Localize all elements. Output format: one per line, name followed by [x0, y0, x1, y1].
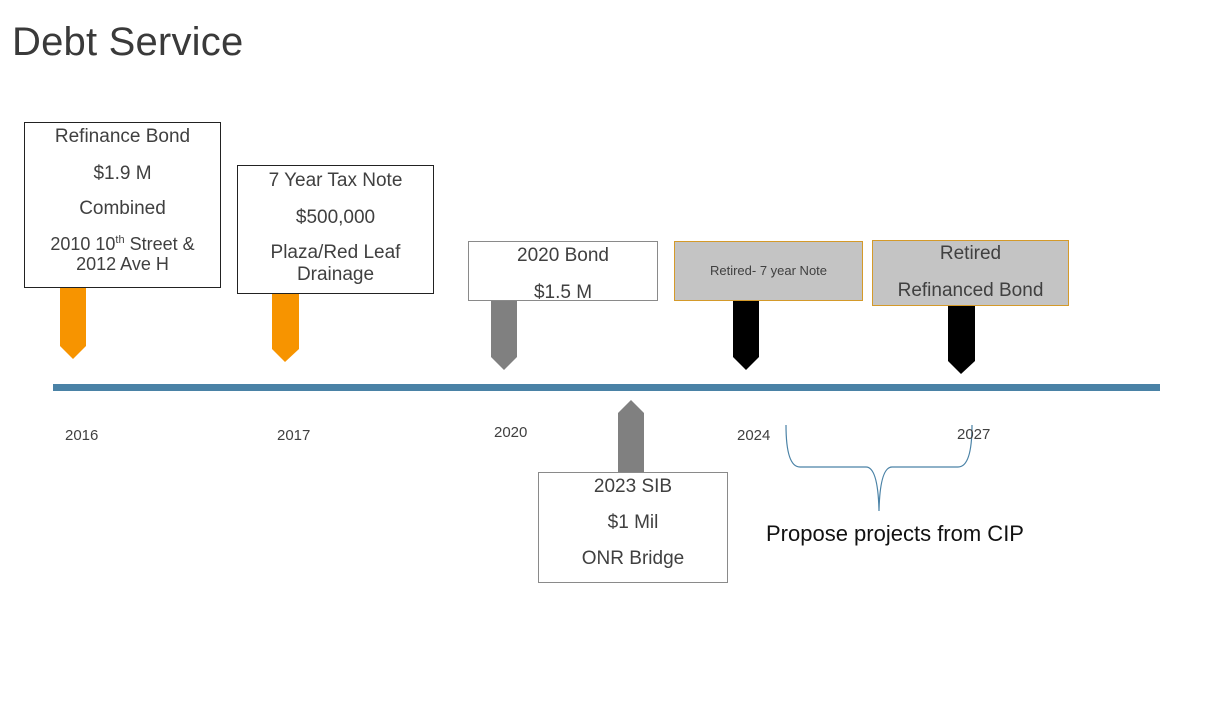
- marker-2020: [491, 301, 517, 370]
- refinance-bond-address-2: 2012 Ave H: [76, 254, 169, 275]
- timeline-line: [53, 384, 1160, 391]
- retired-bond-title: Retired: [939, 243, 1002, 264]
- tax-note-amount: $500,000: [295, 206, 376, 228]
- refinance-bond-address-1: 2010 10th Street &: [50, 233, 195, 254]
- sib-2023-project: ONR Bridge: [581, 547, 685, 569]
- retired-note-label: Retired- 7 year Note: [709, 263, 828, 278]
- sib-2023-amount: $1 Mil: [607, 511, 659, 533]
- bond-2020-title: 2020 Bond: [517, 245, 609, 266]
- cip-label: Propose projects from CIP: [766, 521, 1024, 546]
- marker-2023: [618, 400, 644, 472]
- refinance-bond-box: Refinance Bond $1.9 M Combined 2010 10th…: [24, 122, 221, 288]
- year-label-2020: 2020: [494, 424, 528, 441]
- year-label-2017: 2017: [277, 427, 311, 444]
- retired-bond-subtitle: Refinanced Bond: [897, 279, 1044, 301]
- page-title: Debt Service: [12, 20, 244, 64]
- retired-bond-box: Retired Refinanced Bond: [872, 240, 1069, 306]
- tax-note-project-2: Drainage: [296, 263, 375, 285]
- bond-2020-amount: $1.5 M: [533, 281, 593, 303]
- marker-2016: [60, 288, 86, 359]
- refinance-bond-amount: $1.9 M: [93, 162, 152, 184]
- refinance-bond-title: Refinance Bond: [54, 126, 191, 147]
- year-label-2024: 2024: [737, 427, 771, 444]
- marker-2024: [733, 300, 759, 370]
- marker-2027: [948, 304, 975, 374]
- marker-2017: [272, 294, 299, 362]
- retired-note-box: Retired- 7 year Note: [674, 241, 863, 301]
- tax-note-title: 7 Year Tax Note: [268, 170, 403, 191]
- year-label-2027: 2027: [957, 426, 991, 443]
- refinance-bond-combined: Combined: [79, 197, 166, 219]
- sib-2023-box: 2023 SIB $1 Mil ONR Bridge: [538, 472, 728, 583]
- tax-note-box: 7 Year Tax Note $500,000 Plaza/Red Leaf …: [237, 165, 434, 294]
- sib-2023-title: 2023 SIB: [593, 476, 673, 497]
- tax-note-project-1: Plaza/Red Leaf: [270, 241, 401, 263]
- bond-2020-box: 2020 Bond $1.5 M: [468, 241, 658, 303]
- cip-brace: [785, 424, 973, 512]
- year-label-2016: 2016: [65, 427, 99, 444]
